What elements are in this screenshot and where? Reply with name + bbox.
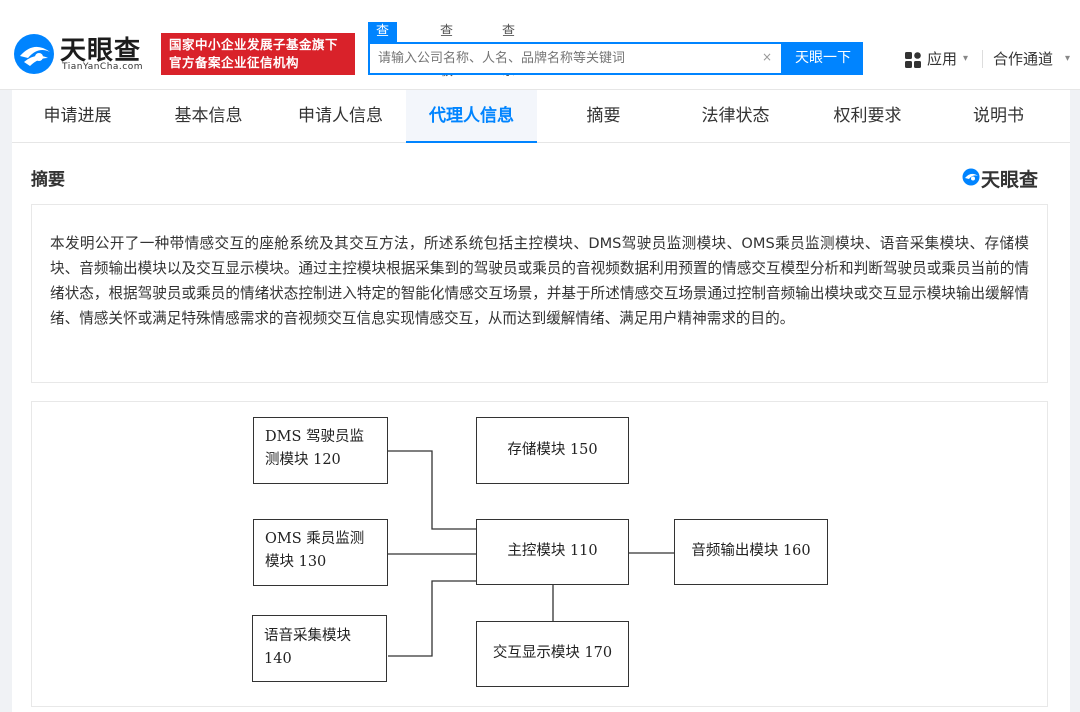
chevron-down-icon: ▾	[1065, 53, 1071, 64]
section-title: 摘要	[31, 170, 65, 190]
apps-grid-icon	[905, 52, 921, 68]
search-box: ×	[368, 42, 783, 75]
dms-module-label-2: 测模块 120	[265, 452, 341, 468]
voice-module-box: 语音采集模块 140	[252, 615, 387, 682]
tab-claims[interactable]: 权利要求	[833, 106, 902, 126]
audio-output-module-box: 音频输出模块 160	[674, 519, 828, 585]
main-control-module-box: 主控模块 110	[476, 519, 629, 585]
tianyancha-logo[interactable]: 天眼查 TianYanCha.com	[12, 30, 157, 78]
abstract-section: 摘要 天眼查 本发明公开了一种带情感交互的座舱系统及其交互方法，所述系统包括主控…	[12, 143, 1070, 712]
voice-module-label-2: 140	[264, 651, 292, 667]
watermark-text: 天眼查	[981, 169, 1039, 191]
storage-module-box: 存储模块 150	[476, 417, 629, 484]
dms-module-box: DMS 驾驶员监 测模块 120	[253, 417, 388, 484]
abstract-figure: DMS 驾驶员监 测模块 120 OMS 乘员监测 模块 130 语音采集模块 …	[31, 401, 1048, 707]
oms-module-label-1: OMS 乘员监测	[265, 531, 365, 547]
tab-search-relation[interactable]: 查关系	[502, 24, 516, 79]
tab-search-company[interactable]: 查公司	[368, 22, 398, 79]
tab-description[interactable]: 说明书	[973, 106, 1024, 126]
slogan-line-2: 官方备案企业征信机构	[169, 55, 300, 70]
voice-module-label-1: 语音采集模块	[264, 628, 351, 644]
tab-application-progress[interactable]: 申请进展	[43, 106, 112, 126]
logo-eye-icon	[14, 34, 54, 74]
tab-basic-info[interactable]: 基本信息	[174, 106, 243, 126]
tab-search-boss[interactable]: 查老板	[440, 24, 454, 79]
oms-module-box: OMS 乘员监测 模块 130	[253, 519, 388, 586]
tab-agent-info[interactable]: 代理人信息	[406, 90, 537, 143]
slogan-banner: 国家中小企业发展子基金旗下 官方备案企业征信机构	[161, 33, 355, 75]
logo-subtitle: TianYanCha.com	[62, 62, 144, 72]
tab-abstract[interactable]: 摘要	[586, 106, 621, 126]
display-module-box: 交互显示模块 170	[476, 621, 629, 687]
logo-eye-icon	[962, 168, 980, 186]
search-input[interactable]	[378, 44, 758, 73]
partner-channel-menu[interactable]: 合作通道	[993, 50, 1054, 68]
figure-connectors	[388, 450, 674, 657]
search-button[interactable]: 天眼一下	[783, 42, 863, 75]
tab-legal-status[interactable]: 法律状态	[701, 106, 770, 126]
clear-icon[interactable]: ×	[761, 50, 773, 64]
detail-nav: 申请进展 基本信息 申请人信息 代理人信息 摘要 法律状态 权利要求 说明书	[12, 90, 1070, 143]
logo-text: 天眼查	[60, 36, 142, 66]
header-divider	[982, 50, 983, 68]
top-header: 天眼查 TianYanCha.com 国家中小企业发展子基金旗下 官方备案企业征…	[0, 0, 1080, 90]
abstract-text: 本发明公开了一种带情感交互的座舱系统及其交互方法，所述系统包括主控模块、DMS驾…	[31, 204, 1048, 383]
tab-applicant-info[interactable]: 申请人信息	[298, 106, 383, 126]
slogan-line-1: 国家中小企业发展子基金旗下	[169, 37, 339, 52]
chevron-down-icon: ▾	[963, 53, 969, 64]
apps-label: 应用	[927, 50, 958, 68]
oms-module-label-2: 模块 130	[265, 554, 327, 570]
dms-module-label-1: DMS 驾驶员监	[265, 429, 365, 445]
